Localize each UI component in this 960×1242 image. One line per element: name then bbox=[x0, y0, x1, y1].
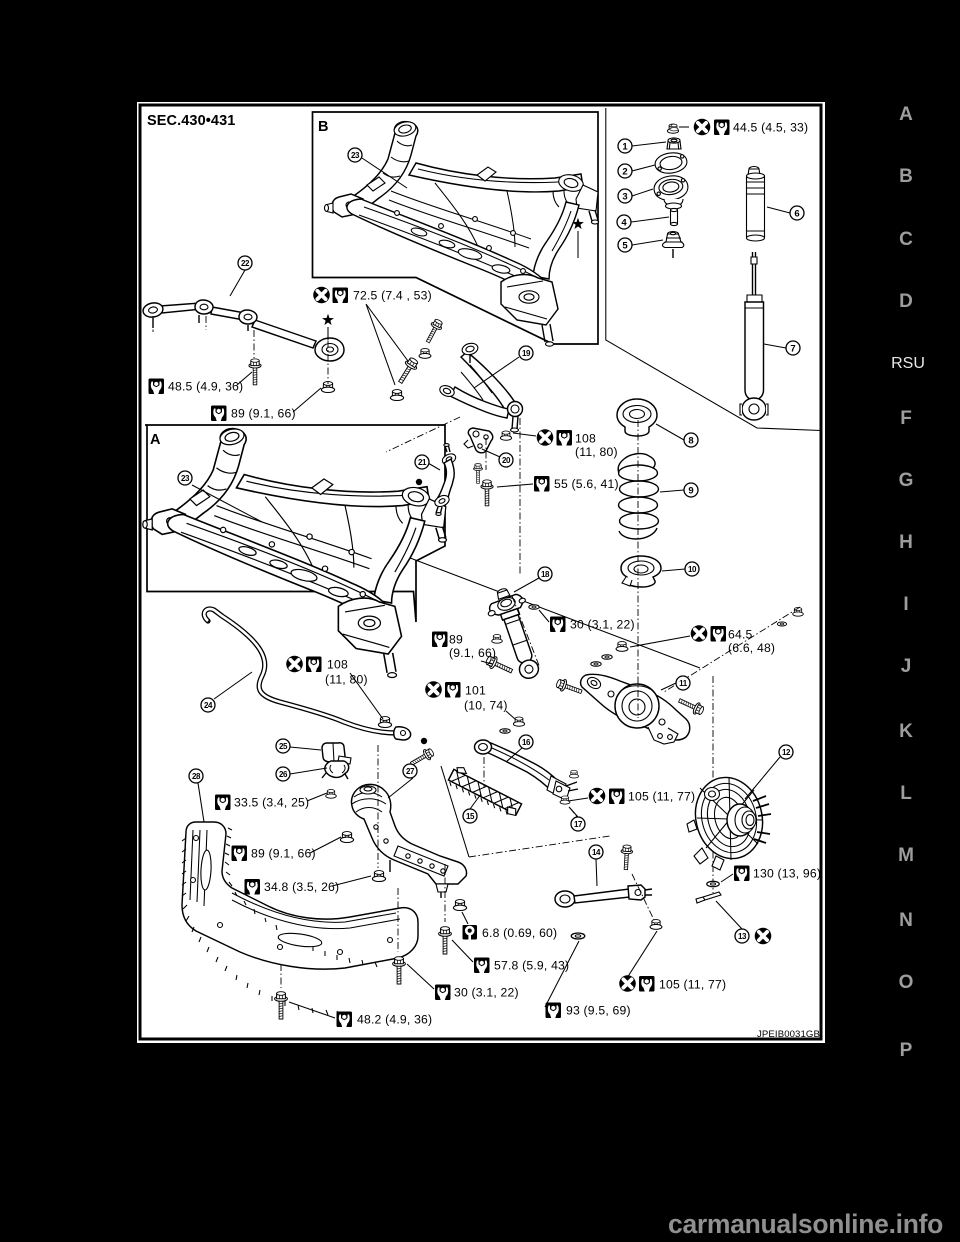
svg-text:5: 5 bbox=[622, 241, 628, 252]
svg-text:I: I bbox=[903, 594, 908, 615]
svg-text:130 (13, 96): 130 (13, 96) bbox=[753, 867, 821, 881]
svg-text:P: P bbox=[900, 1040, 913, 1061]
svg-text:6.8 (0.69, 60): 6.8 (0.69, 60) bbox=[482, 926, 557, 940]
svg-text:11: 11 bbox=[679, 679, 688, 688]
svg-text:44.5 (4.5, 33): 44.5 (4.5, 33) bbox=[733, 121, 808, 135]
svg-text:A: A bbox=[899, 104, 913, 125]
svg-text:3: 3 bbox=[622, 192, 627, 203]
svg-text:64.5: 64.5 bbox=[728, 628, 753, 642]
svg-text:RSU: RSU bbox=[891, 355, 925, 372]
svg-text:48.2 (4.9, 36): 48.2 (4.9, 36) bbox=[357, 1013, 432, 1027]
svg-text:(11, 80): (11, 80) bbox=[325, 673, 368, 687]
svg-text:H: H bbox=[899, 532, 913, 553]
svg-text:carmanualsonline.info: carmanualsonline.info bbox=[668, 1209, 943, 1239]
svg-text:14: 14 bbox=[592, 848, 601, 857]
svg-text:25: 25 bbox=[279, 742, 288, 751]
svg-text:(11, 80): (11, 80) bbox=[575, 445, 618, 459]
svg-text:C: C bbox=[899, 229, 913, 250]
svg-text:22: 22 bbox=[241, 259, 250, 268]
svg-text:J: J bbox=[901, 656, 912, 677]
svg-text:F: F bbox=[900, 408, 912, 429]
svg-text:16: 16 bbox=[522, 738, 531, 747]
svg-text:1: 1 bbox=[622, 142, 628, 153]
svg-text:N: N bbox=[899, 910, 913, 931]
svg-text:72.5 (7.4 , 53): 72.5 (7.4 , 53) bbox=[353, 289, 432, 303]
svg-text:D: D bbox=[899, 291, 913, 312]
svg-text:(6.6, 48): (6.6, 48) bbox=[728, 641, 775, 655]
svg-text:19: 19 bbox=[522, 349, 531, 358]
svg-text:7: 7 bbox=[790, 344, 795, 355]
svg-text:M: M bbox=[898, 845, 914, 866]
svg-text:93 (9.5, 69): 93 (9.5, 69) bbox=[566, 1004, 631, 1018]
svg-text:89 (9.1, 66): 89 (9.1, 66) bbox=[231, 407, 296, 421]
svg-text:JPEIB0031GB: JPEIB0031GB bbox=[757, 1029, 820, 1040]
svg-text:O: O bbox=[899, 972, 914, 993]
svg-text:101: 101 bbox=[465, 684, 486, 698]
svg-text:89 (9.1, 66): 89 (9.1, 66) bbox=[251, 847, 316, 861]
svg-text:4: 4 bbox=[621, 218, 627, 229]
svg-text:48.5 (4.9, 36): 48.5 (4.9, 36) bbox=[168, 380, 243, 394]
svg-text:(10, 74): (10, 74) bbox=[464, 699, 508, 713]
svg-text:15: 15 bbox=[466, 812, 475, 821]
svg-text:8: 8 bbox=[688, 436, 693, 447]
svg-text:20: 20 bbox=[502, 456, 511, 465]
svg-text:24: 24 bbox=[204, 701, 213, 710]
svg-text:9: 9 bbox=[688, 486, 693, 497]
svg-text:6: 6 bbox=[794, 209, 799, 220]
svg-text:21: 21 bbox=[418, 458, 427, 467]
svg-text:18: 18 bbox=[541, 570, 550, 579]
svg-text:B: B bbox=[318, 119, 328, 135]
svg-text:23: 23 bbox=[351, 151, 360, 160]
svg-text:A: A bbox=[150, 432, 161, 448]
svg-text:23: 23 bbox=[181, 474, 190, 483]
svg-text:28: 28 bbox=[192, 772, 201, 781]
svg-text:(9.1, 66): (9.1, 66) bbox=[449, 646, 496, 660]
svg-text:SEC.430•431: SEC.430•431 bbox=[147, 113, 235, 129]
svg-text:34.8 (3.5, 26): 34.8 (3.5, 26) bbox=[264, 880, 339, 894]
svg-text:57.8 (5.9, 43): 57.8 (5.9, 43) bbox=[494, 959, 569, 973]
svg-text:105 (11, 77): 105 (11, 77) bbox=[659, 978, 726, 992]
svg-text:13: 13 bbox=[738, 932, 747, 941]
svg-text:B: B bbox=[899, 166, 913, 187]
svg-text:27: 27 bbox=[406, 767, 415, 776]
svg-text:108: 108 bbox=[575, 432, 596, 446]
svg-text:2: 2 bbox=[622, 167, 627, 178]
svg-text:10: 10 bbox=[688, 565, 697, 574]
svg-text:L: L bbox=[900, 783, 912, 804]
svg-text:108: 108 bbox=[327, 658, 348, 672]
svg-text:89: 89 bbox=[449, 633, 463, 647]
svg-text:12: 12 bbox=[782, 748, 791, 757]
svg-text:30 (3.1, 22): 30 (3.1, 22) bbox=[454, 986, 519, 1000]
svg-text:K: K bbox=[899, 721, 913, 742]
svg-text:105 (11, 77): 105 (11, 77) bbox=[628, 790, 695, 804]
svg-text:G: G bbox=[899, 470, 914, 491]
svg-text:55 (5.6, 41): 55 (5.6, 41) bbox=[554, 477, 619, 491]
svg-text:33.5 (3.4, 25): 33.5 (3.4, 25) bbox=[234, 796, 309, 810]
svg-text:26: 26 bbox=[279, 770, 288, 779]
svg-text:30 (3.1, 22): 30 (3.1, 22) bbox=[570, 618, 635, 632]
svg-text:17: 17 bbox=[574, 820, 583, 829]
